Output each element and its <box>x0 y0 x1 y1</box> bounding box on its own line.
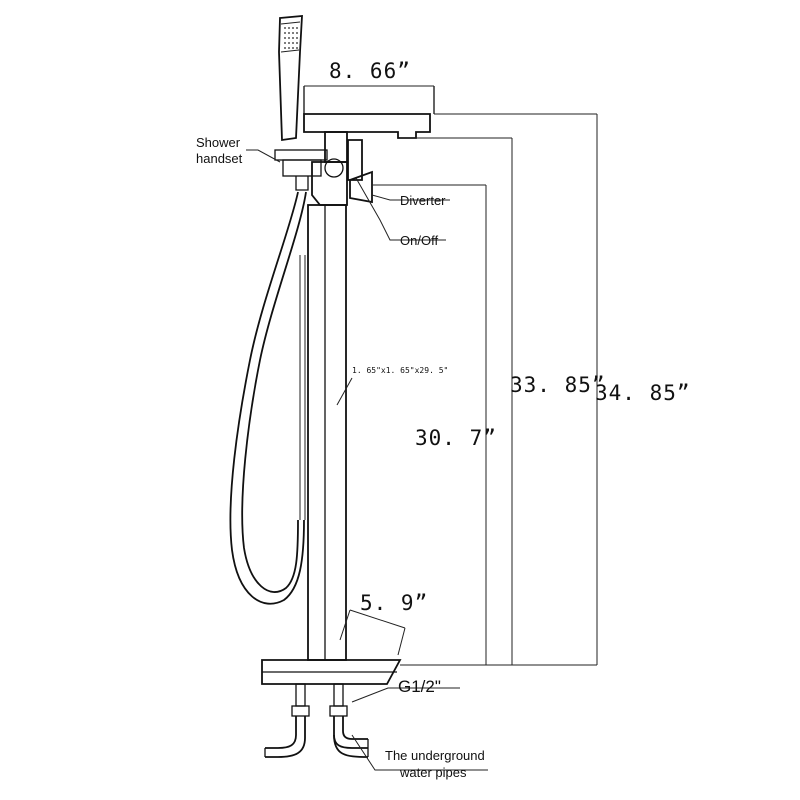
label-thread: G1/2" <box>398 677 441 696</box>
label-pipes-2: water pipes <box>399 765 467 780</box>
label-on-off: On/Off <box>400 233 438 248</box>
dim-body-height: 30. 7” <box>415 426 497 450</box>
base-plate <box>261 659 402 685</box>
label-diverter: Diverter <box>400 193 446 208</box>
dim-spout-height: 33. 85” <box>510 373 606 397</box>
label-pipes-1: The underground <box>385 748 485 763</box>
dim-base-size: 5. 9” <box>360 591 428 615</box>
dimension-lines <box>304 85 598 666</box>
faucet-column <box>307 131 373 661</box>
spout <box>303 86 435 139</box>
dim-spout-width: 8. 66” <box>329 59 411 83</box>
hose <box>229 191 307 605</box>
supply-pipes <box>264 683 369 758</box>
leader-lines <box>246 149 488 771</box>
shower-handset <box>274 15 328 191</box>
dim-total-height: 34. 85” <box>595 381 691 405</box>
label-shower-handset-1: Shower <box>196 135 241 150</box>
dim-column-size: 1. 65"x1. 65"x29. 5" <box>352 366 448 375</box>
label-shower-handset-2: handset <box>196 151 243 166</box>
